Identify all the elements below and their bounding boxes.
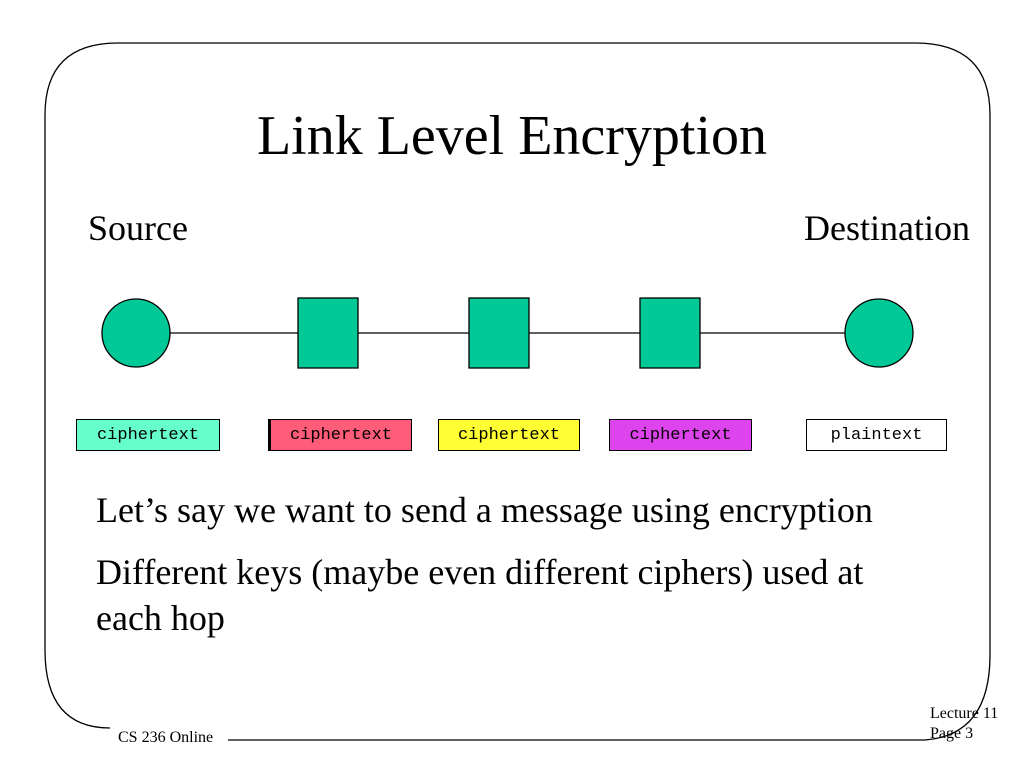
message-box-link-2: ciphertext	[268, 419, 412, 451]
message-box-destination: plaintext	[806, 419, 947, 451]
bullet-text-2-continued: each hop	[96, 598, 225, 638]
destination-label: Destination	[804, 208, 970, 248]
network-nodes	[101, 297, 914, 369]
destination-node	[844, 298, 914, 368]
hop-node-2	[468, 297, 530, 369]
border-frame	[44, 42, 991, 741]
source-label: Source	[88, 208, 188, 248]
slide-title: Link Level Encryption	[256, 105, 768, 167]
footer-lecture-page: Lecture 11 Page 3	[930, 704, 1020, 744]
footer-page: Page 3	[930, 725, 974, 742]
hop-node-1	[297, 297, 359, 369]
bullet-text-2: Different keys (maybe even different cip…	[96, 552, 864, 592]
bullet-text-1: Let’s say we want to send a message usin…	[96, 490, 873, 530]
hop-node-3	[639, 297, 701, 369]
message-box-link-1: ciphertext	[76, 419, 220, 451]
message-box-link-3: ciphertext	[438, 419, 580, 451]
footer-lecture: Lecture 11	[930, 705, 999, 722]
footer-course: CS 236 Online	[118, 729, 214, 746]
source-node	[101, 298, 171, 368]
message-box-link-4: ciphertext	[609, 419, 752, 451]
